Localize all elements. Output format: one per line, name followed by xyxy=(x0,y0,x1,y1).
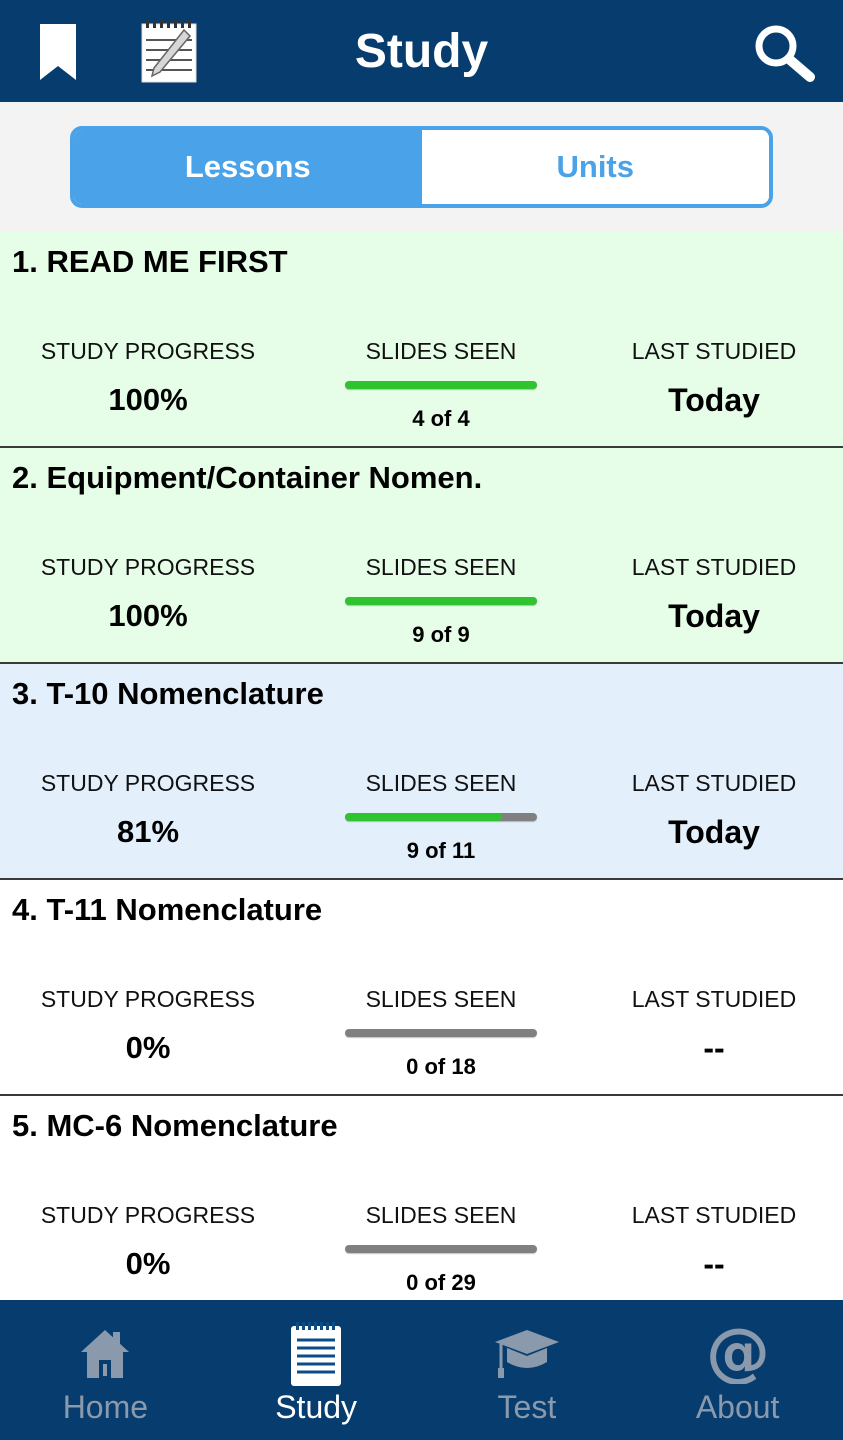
nav-home-label: Home xyxy=(62,1389,149,1425)
last-studied-value: Today xyxy=(668,382,760,418)
nav-about-label: About xyxy=(695,1389,780,1425)
top-app-bar: Study xyxy=(0,0,843,102)
bookmark-icon[interactable] xyxy=(38,22,78,82)
study-progress-label: STUDY PROGRESS xyxy=(40,986,256,1012)
study-progress-label: STUDY PROGRESS xyxy=(40,1202,256,1228)
slides-seen-label: SLIDES SEEN xyxy=(365,1202,517,1228)
search-icon[interactable] xyxy=(752,22,816,82)
slides-seen-label: SLIDES SEEN xyxy=(365,338,517,364)
study-progress-label: STUDY PROGRESS xyxy=(40,338,256,364)
nav-study[interactable]: Study xyxy=(211,1300,422,1440)
study-progress-value: 0% xyxy=(125,1030,171,1065)
slides-seen-value: 4 of 4 xyxy=(412,406,470,431)
bottom-nav: Home Study Test @ xyxy=(0,1300,843,1440)
lesson-title: 5. MC-6 Nomenclature xyxy=(12,1108,338,1143)
lesson-row[interactable]: 5. MC-6 Nomenclature STUDY PROGRESS SLID… xyxy=(0,1096,843,1312)
slides-progress-fill xyxy=(345,381,537,389)
last-studied-value: Today xyxy=(668,814,760,850)
lesson-row[interactable]: 4. T-11 Nomenclature STUDY PROGRESS SLID… xyxy=(0,880,843,1096)
study-progress-value: 100% xyxy=(108,598,188,633)
lesson-row[interactable]: 1. READ ME FIRST STUDY PROGRESS SLIDES S… xyxy=(0,232,843,448)
study-progress-value: 81% xyxy=(116,814,180,849)
last-studied-label: LAST STUDIED xyxy=(631,1202,797,1228)
nav-study-label: Study xyxy=(275,1389,358,1425)
last-studied-label: LAST STUDIED xyxy=(631,770,797,796)
tab-units[interactable]: Units xyxy=(421,130,769,204)
slides-seen-value: 0 of 18 xyxy=(406,1054,476,1079)
house-icon xyxy=(81,1330,130,1378)
lesson-title: 2. Equipment/Container Nomen. xyxy=(12,460,483,495)
study-progress-value: 0% xyxy=(125,1246,171,1281)
lesson-title: 1. READ ME FIRST xyxy=(12,244,288,279)
slides-seen-value: 9 of 9 xyxy=(412,622,470,647)
at-sign-icon: @ xyxy=(706,1320,770,1384)
lesson-row[interactable]: 2. Equipment/Container Nomen. STUDY PROG… xyxy=(0,448,843,664)
slides-progress-bar xyxy=(345,597,537,605)
slides-seen-value: 0 of 29 xyxy=(406,1270,476,1295)
notepad-icon[interactable] xyxy=(140,18,198,84)
slides-seen-value: 9 of 11 xyxy=(406,838,476,863)
study-progress-label: STUDY PROGRESS xyxy=(40,554,256,580)
slides-progress-bar xyxy=(345,813,537,821)
graduation-cap-icon xyxy=(494,1330,559,1378)
slides-seen-label: SLIDES SEEN xyxy=(365,770,517,796)
slides-progress-bar xyxy=(345,381,537,389)
last-studied-value: Today xyxy=(668,598,760,634)
slides-progress-fill xyxy=(345,597,537,605)
lesson-title: 4. T-11 Nomenclature xyxy=(12,892,323,927)
last-studied-label: LAST STUDIED xyxy=(631,554,797,580)
nav-test[interactable]: Test xyxy=(422,1300,633,1440)
nav-about[interactable]: @ About xyxy=(632,1300,843,1440)
tab-lessons[interactable]: Lessons xyxy=(74,130,422,204)
study-progress-value: 100% xyxy=(108,382,188,417)
lessons-units-toggle: Lessons Units xyxy=(70,126,773,208)
slides-seen-label: SLIDES SEEN xyxy=(365,554,517,580)
lesson-title: 3. T-10 Nomenclature xyxy=(12,676,324,711)
lesson-row[interactable]: 3. T-10 Nomenclature STUDY PROGRESS SLID… xyxy=(0,664,843,880)
study-progress-label: STUDY PROGRESS xyxy=(40,770,256,796)
slides-progress-fill xyxy=(345,813,503,821)
slides-progress-bar xyxy=(345,1245,537,1253)
last-studied-label: LAST STUDIED xyxy=(631,338,797,364)
last-studied-value: -- xyxy=(703,1246,725,1282)
nav-home[interactable]: Home xyxy=(0,1300,211,1440)
lesson-list: 1. READ ME FIRST STUDY PROGRESS SLIDES S… xyxy=(0,232,843,1312)
svg-text:@: @ xyxy=(706,1320,770,1384)
slides-seen-label: SLIDES SEEN xyxy=(365,986,517,1012)
nav-test-label: Test xyxy=(497,1389,557,1425)
last-studied-label: LAST STUDIED xyxy=(631,986,797,1012)
segment-bar: Lessons Units xyxy=(0,102,843,232)
slides-progress-bar xyxy=(345,1029,537,1037)
page-title: Study xyxy=(354,25,489,78)
last-studied-value: -- xyxy=(703,1030,725,1066)
notepad-icon xyxy=(291,1322,342,1386)
